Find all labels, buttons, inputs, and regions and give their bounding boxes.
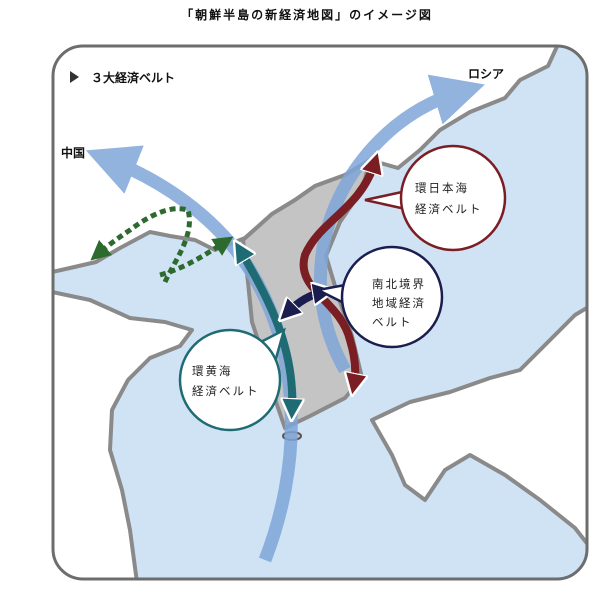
map-frame [51,44,589,581]
russia-label: ロシア [468,67,504,81]
green-dotted-arrow [90,206,192,284]
yellow-sea-belt-line1: 環黄海 [192,364,233,378]
east-sea-belt-line2: 経済ベルト [415,202,483,216]
dmz-belt-line2: 地域経済 [372,296,426,310]
japan [370,298,587,562]
map-title: 「朝鮮半島の新経済地図」のイメージ図 [181,8,433,22]
east-sea-belt-line1: 環日本海 [415,181,469,195]
mainland-asia [53,46,562,579]
legend-label: ３大経済ベルト [91,70,175,85]
yellow-sea-belt-line2: 経済ベルト [192,384,260,398]
east-sea-belt-callout: 環日本海 経済ベルト [364,144,507,252]
yellow-sea-belt-arrow [240,250,292,410]
yellow-sea-belt-callout: 環黄海 経済ベルト [178,327,286,432]
dmz-belt-callout: 南北境界 地域経済 ベルト [314,245,444,349]
china-label: 中国 [61,145,85,160]
dmz-belt-line3: ベルト [372,315,413,329]
legend-triangle-icon [70,71,79,83]
dmz-belt-line1: 南北境界 [372,277,426,291]
